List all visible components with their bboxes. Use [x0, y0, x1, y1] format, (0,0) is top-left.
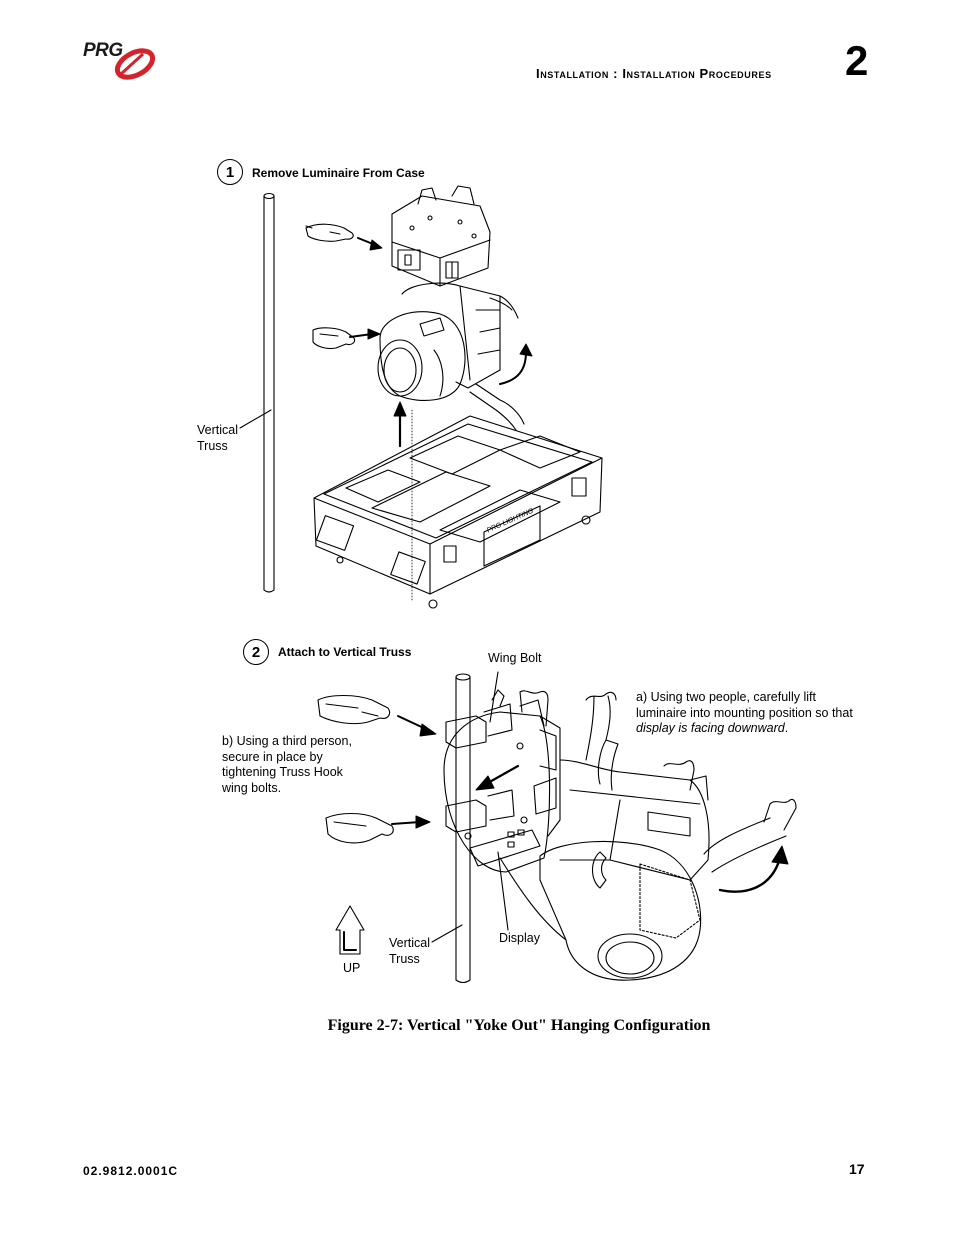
vertical-truss-pole-2: [456, 674, 470, 983]
prg-logo: PRG: [83, 40, 159, 84]
note-a: a) Using two people, carefully lift lumi…: [636, 690, 858, 737]
note-a-text: a) Using two people, carefully lift lumi…: [636, 690, 853, 720]
leader-vertical-truss-1: [240, 410, 271, 428]
chapter-number: 2: [845, 37, 869, 84]
road-case: [314, 416, 602, 608]
luminaire-step1: [378, 186, 524, 430]
label-display: Display: [499, 931, 540, 945]
document-code: 02.9812.0001C: [83, 1164, 179, 1178]
label-wing-bolt: Wing Bolt: [488, 651, 542, 665]
section-title: Installation : Installation Procedures: [536, 66, 772, 81]
label-up: UP: [343, 961, 361, 975]
hand-illustration: [326, 814, 393, 843]
luminaire-step2: [444, 696, 786, 980]
leader-vertical-truss-2: [432, 925, 462, 942]
vertical-truss-pole-1: [264, 194, 274, 593]
step1-title: Remove Luminaire From Case: [252, 166, 425, 180]
label-vertical-truss-2: Vertical Truss: [389, 936, 430, 966]
truss-clamps: [446, 690, 514, 832]
step2-number: 2: [243, 639, 269, 665]
logo-text: PRG: [83, 40, 123, 61]
note-a-suffix: .: [784, 721, 789, 735]
up-arrow: [336, 906, 364, 954]
step2-title: Attach to Vertical Truss: [278, 645, 412, 659]
leader-display: [498, 852, 508, 930]
label-vertical-truss-1: Vertical Truss: [197, 423, 238, 453]
hand-illustration: [306, 224, 353, 241]
note-a-emphasis: display is facing downward: [636, 721, 785, 735]
figure-caption: Figure 2-7: Vertical "Yoke Out" Hanging …: [327, 1017, 711, 1034]
step1-number: 1: [217, 159, 243, 185]
page-number: 17: [849, 1161, 865, 1177]
hand-illustration: [313, 328, 355, 349]
note-b: b) Using a third person, secure in place…: [222, 734, 352, 795]
hand-illustration: [318, 696, 390, 724]
